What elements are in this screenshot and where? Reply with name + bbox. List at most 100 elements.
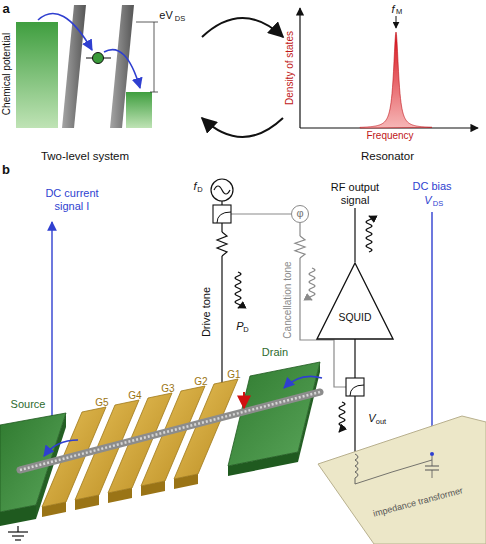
signal-label: Drain bbox=[262, 346, 288, 359]
nanotube-texture bbox=[20, 392, 320, 470]
signal-label: G3 bbox=[161, 383, 174, 395]
panel-caption: Resonator bbox=[293, 150, 482, 162]
electron-flow-arrow bbox=[44, 440, 78, 456]
signal-label: DC bias bbox=[412, 180, 451, 193]
ground-symbol bbox=[12, 535, 24, 536]
resonance-peak bbox=[360, 32, 432, 128]
signal-label: V bbox=[424, 194, 431, 207]
coupler-arc bbox=[350, 385, 364, 396]
signal-label: G5 bbox=[95, 397, 108, 409]
gate-side bbox=[174, 474, 198, 489]
subscript: D bbox=[197, 186, 202, 195]
axis-label: Chemical potential bbox=[1, 33, 13, 115]
subscript: DS bbox=[175, 15, 185, 24]
board-trace bbox=[355, 472, 392, 484]
bias-contact bbox=[430, 452, 434, 456]
signal-label: eV bbox=[159, 9, 172, 22]
current-line bbox=[51, 222, 52, 417]
gate-side bbox=[141, 481, 165, 496]
ac-source bbox=[211, 179, 233, 201]
resistor-symbol bbox=[217, 232, 227, 256]
signal-label: RF output signal bbox=[322, 181, 388, 206]
axis-label: Cancellation tone bbox=[282, 261, 294, 338]
signal-label: P bbox=[236, 320, 243, 333]
gate-side bbox=[75, 495, 99, 510]
subscript: M bbox=[396, 8, 402, 17]
cycle-arrow bbox=[202, 118, 283, 137]
wave-arrow bbox=[366, 216, 372, 252]
node-label: SQUID bbox=[316, 312, 394, 323]
gate-side bbox=[108, 488, 132, 503]
motion-arrow bbox=[243, 392, 245, 408]
signal-label: b bbox=[2, 163, 10, 178]
axis-label: Density of states bbox=[284, 31, 296, 105]
subscript: D bbox=[243, 326, 248, 335]
triangle-shape bbox=[317, 263, 393, 339]
drive-line bbox=[221, 256, 222, 400]
panel-caption: Two-level system bbox=[8, 150, 162, 162]
wave-arrow bbox=[309, 268, 315, 300]
signal-label: DC current signal I bbox=[36, 187, 108, 212]
electron-dot bbox=[93, 53, 104, 64]
coupler-symbol bbox=[213, 205, 231, 223]
signal-label: G4 bbox=[128, 390, 141, 402]
axis-label: Drive tone bbox=[200, 287, 213, 337]
triangle-outline bbox=[316, 262, 394, 340]
signal-label: f bbox=[193, 180, 196, 193]
electron-flow-arrow bbox=[284, 376, 322, 388]
wire bbox=[299, 223, 300, 236]
node-label: φ bbox=[292, 206, 308, 221]
ground-symbol bbox=[8, 531, 28, 532]
subscript: out bbox=[376, 418, 386, 427]
board-outline bbox=[312, 412, 486, 544]
ground-symbol bbox=[15, 539, 21, 540]
inductor-symbol bbox=[355, 454, 358, 484]
board-trace bbox=[392, 460, 432, 472]
board-shape bbox=[318, 416, 486, 544]
subscript: DS bbox=[433, 200, 443, 209]
signal-label: Source bbox=[11, 398, 46, 411]
peak-pointer bbox=[396, 16, 397, 28]
wave-arrow bbox=[339, 402, 345, 432]
amplifier-triangle: SQUID bbox=[316, 262, 394, 340]
drain-pad-side bbox=[228, 452, 298, 476]
wire bbox=[354, 396, 355, 454]
phase-shifter: φ bbox=[291, 205, 309, 223]
bias-line bbox=[431, 212, 432, 447]
tunnel-barrier bbox=[62, 5, 86, 128]
ground-wire bbox=[17, 526, 18, 532]
resistor-symbol bbox=[295, 236, 305, 258]
bias-bracket bbox=[154, 22, 155, 92]
cycle-arrow bbox=[202, 18, 283, 37]
coupler-symbol bbox=[346, 378, 364, 396]
signal-label: V bbox=[368, 412, 375, 425]
panel-box: Resonator bbox=[283, 4, 482, 162]
wire bbox=[231, 213, 291, 214]
gate-group bbox=[42, 379, 238, 517]
sine-symbol bbox=[214, 186, 230, 194]
drain-band bbox=[126, 92, 152, 128]
wire bbox=[221, 223, 222, 232]
gate-side bbox=[42, 502, 66, 517]
wire bbox=[221, 201, 222, 205]
board-trace bbox=[432, 456, 433, 466]
signal-label: Frequency bbox=[366, 130, 413, 142]
signal-label: G2 bbox=[194, 376, 207, 388]
signal-label: a bbox=[2, 2, 9, 17]
signal-label: f bbox=[391, 3, 394, 16]
source-band bbox=[16, 22, 58, 128]
board-trace bbox=[432, 470, 433, 478]
capacitor-symbol bbox=[425, 466, 439, 467]
tunnel-arrow bbox=[38, 13, 92, 50]
panel-box: Two-level system bbox=[8, 4, 202, 162]
nanotube bbox=[20, 392, 320, 470]
circuit-board: impedance transformer bbox=[312, 412, 486, 544]
source-pad-side bbox=[0, 505, 36, 526]
tunnel-arrow bbox=[104, 50, 140, 88]
wave-arrow bbox=[235, 272, 241, 308]
y-axis bbox=[299, 8, 300, 128]
signal-label: G1 bbox=[227, 369, 240, 381]
coupler-arc bbox=[217, 212, 231, 223]
rf-output-line bbox=[354, 208, 355, 262]
